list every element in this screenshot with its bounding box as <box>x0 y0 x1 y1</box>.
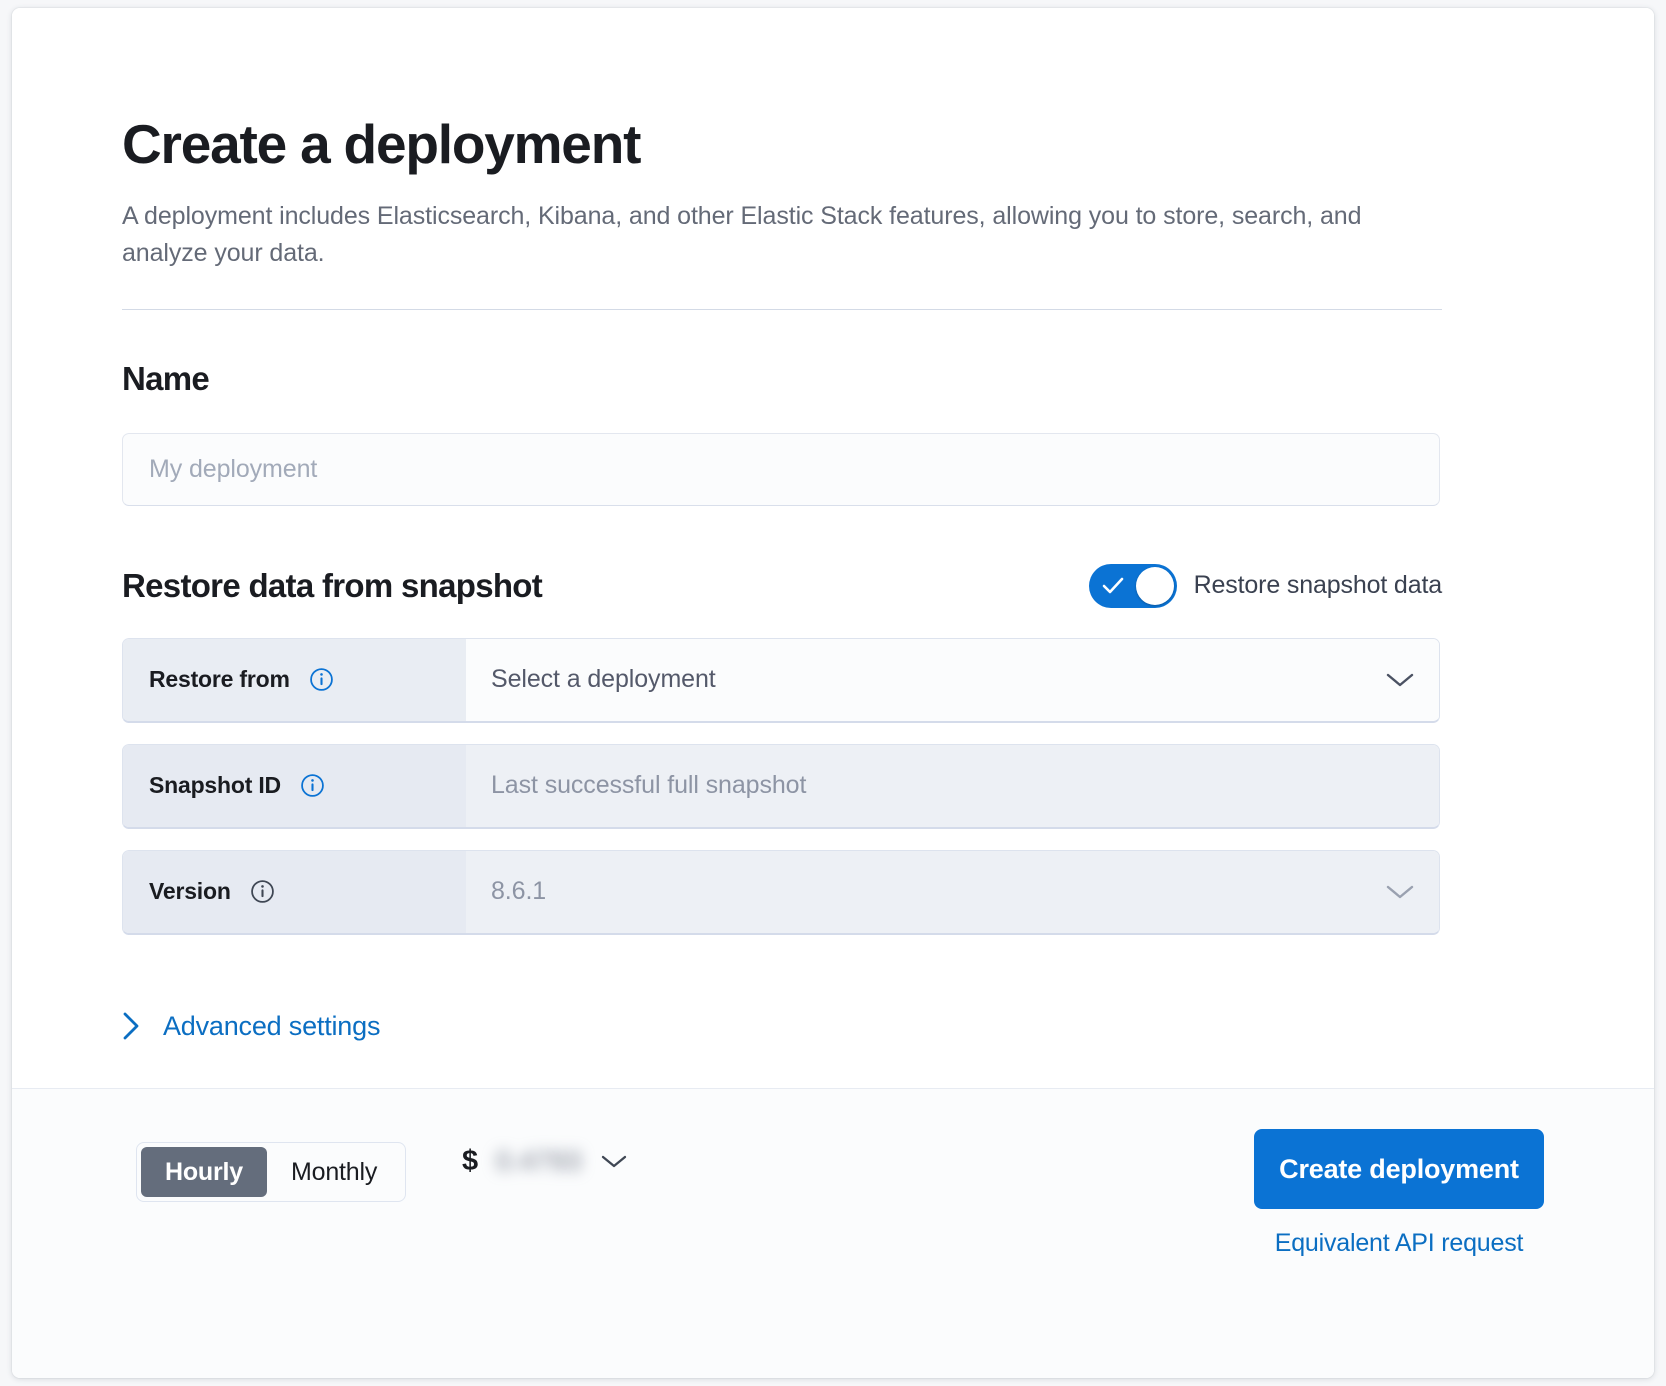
row-restore-from-value: Select a deployment <box>491 665 716 694</box>
switch-knob <box>1135 566 1174 605</box>
footer-actions: Create deployment Equivalent API request <box>1254 1129 1544 1258</box>
form-body: Create a deployment A deployment include… <box>12 8 1654 1076</box>
row-version: Version 8.6.1 <box>122 849 1440 935</box>
name-section-title: Name <box>122 359 210 397</box>
row-restore-from-label-cell: Restore from <box>123 638 466 721</box>
equivalent-api-request-link[interactable]: Equivalent API request <box>1274 1229 1524 1257</box>
create-deployment-button[interactable]: Create deployment <box>1254 1129 1544 1209</box>
restore-section-header: Restore data from snapshot Restore snaps… <box>122 563 1443 608</box>
row-restore-from-label: Restore from <box>149 666 290 693</box>
row-snapshot-id: Snapshot ID Last successful full snapsho… <box>122 743 1440 829</box>
billing-period-segmented-control[interactable]: Hourly Monthly <box>136 1142 407 1202</box>
deployment-name-input[interactable]: My deployment <box>122 432 1440 506</box>
row-restore-from[interactable]: Restore from Select a deployment <box>122 637 1440 723</box>
footer-bar: Hourly Monthly $ 0.4793 Create deploymen… <box>12 1088 1654 1378</box>
chevron-down-icon[interactable] <box>1385 671 1415 689</box>
deployment-name-placeholder: My deployment <box>149 454 318 483</box>
chevron-down-icon <box>1386 885 1414 898</box>
page-title: Create a deployment <box>122 113 641 175</box>
chevron-right-icon <box>123 1012 139 1040</box>
row-version-label: Version <box>149 878 231 905</box>
page-description: A deployment includes Elasticsearch, Kib… <box>122 201 1362 268</box>
row-snapshot-id-label-cell: Snapshot ID <box>123 744 466 827</box>
advanced-settings-label: Advanced settings <box>163 1010 381 1041</box>
price-amount: 0.4793 <box>496 1146 582 1176</box>
row-version-label-cell: Version <box>123 850 466 933</box>
restore-snapshot-switch[interactable] <box>1088 563 1177 608</box>
restore-snapshot-toggle-label: Restore snapshot data <box>1193 571 1443 600</box>
price-currency-symbol: $ <box>462 1145 479 1177</box>
info-circle-icon[interactable] <box>250 879 275 904</box>
row-version-value-cell: 8.6.1 <box>466 850 1439 933</box>
info-circle-icon[interactable] <box>300 773 325 798</box>
billing-option-monthly[interactable]: Monthly <box>290 1157 378 1186</box>
advanced-settings-toggle[interactable]: Advanced settings <box>122 1011 380 1042</box>
chevron-down-icon[interactable] <box>600 1153 628 1170</box>
row-snapshot-id-label: Snapshot ID <box>149 772 281 799</box>
row-restore-from-value-cell[interactable]: Select a deployment <box>466 638 1439 721</box>
check-icon <box>1102 577 1123 594</box>
row-snapshot-id-value-cell: Last successful full snapshot <box>466 744 1439 827</box>
restore-section-title: Restore data from snapshot <box>122 566 543 604</box>
restore-form-rows: Restore from Select a deployment <box>122 637 1442 935</box>
restore-snapshot-toggle-group[interactable]: Restore snapshot data <box>1088 563 1443 608</box>
row-version-value: 8.6.1 <box>491 877 547 906</box>
info-circle-icon[interactable] <box>309 667 334 692</box>
row-snapshot-id-value: Last successful full snapshot <box>491 771 807 800</box>
billing-option-hourly[interactable]: Hourly <box>141 1147 267 1197</box>
header-divider <box>122 308 1442 310</box>
create-deployment-card: Create a deployment A deployment include… <box>12 8 1654 1378</box>
price-summary[interactable]: $ 0.4793 <box>462 1145 628 1178</box>
